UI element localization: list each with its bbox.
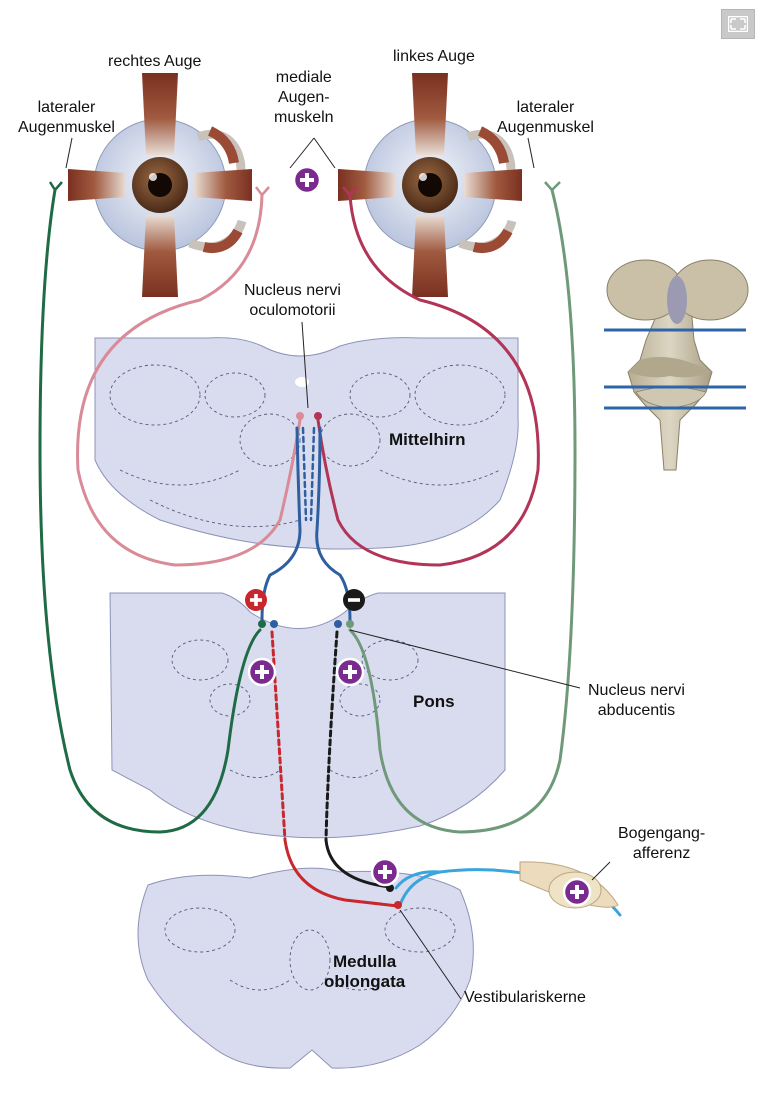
label-nucleus-abducentis: Nucleus nervi abducentis bbox=[588, 682, 685, 719]
plus-badge-pons-right bbox=[247, 657, 277, 687]
left-abducens-nerve bbox=[348, 188, 577, 834]
label-lateral-muscle-right: lateraler Augenmuskel bbox=[18, 99, 115, 136]
section-outlines bbox=[109, 364, 506, 991]
label-midbrain: Mittelhirn bbox=[389, 430, 466, 449]
plus-badge-vestibular bbox=[370, 857, 400, 887]
label-medulla: Medulla oblongata bbox=[324, 952, 406, 991]
plus-badge-medial bbox=[292, 165, 322, 195]
label-vestibular-nuclei: Vestibulariskerne bbox=[464, 989, 586, 1006]
plus-badge-pons-left bbox=[335, 657, 365, 687]
right-oculomotor-nerve bbox=[76, 193, 302, 567]
midbrain-section bbox=[94, 337, 519, 550]
plus-badge-afferent bbox=[562, 877, 592, 907]
brainstem-inset bbox=[604, 259, 749, 471]
vestibular-inhibitory-tract bbox=[324, 630, 339, 842]
label-lateral-muscle-left: lateraler Augenmuskel bbox=[497, 99, 594, 136]
medulla-section bbox=[137, 867, 474, 1069]
label-pons: Pons bbox=[413, 692, 455, 711]
motor-endings bbox=[48, 181, 561, 196]
inhibition-badge bbox=[343, 589, 365, 611]
label-medial-muscles: mediale Augen- muskeln bbox=[274, 69, 334, 126]
label-nucleus-oculomotorii: Nucleus nervi oculomotorii bbox=[244, 282, 341, 319]
label-left-eye: linkes Auge bbox=[393, 48, 475, 65]
left-oculomotor-nerve bbox=[316, 193, 540, 567]
vestibular-excitatory-tract bbox=[270, 630, 287, 842]
fullscreen-button[interactable] bbox=[721, 9, 755, 39]
expand-icon bbox=[728, 16, 748, 32]
right-abducens-nerve bbox=[38, 188, 262, 834]
mlf-tract bbox=[260, 426, 302, 622]
nerve-pathways bbox=[38, 188, 622, 917]
leader-lines bbox=[65, 137, 611, 1000]
label-right-eye: rechtes Auge bbox=[108, 53, 202, 70]
excitation-badge bbox=[245, 589, 267, 611]
label-semicircular-afferent: Bogengang- afferenz bbox=[618, 825, 706, 862]
nuclei bbox=[258, 412, 402, 909]
